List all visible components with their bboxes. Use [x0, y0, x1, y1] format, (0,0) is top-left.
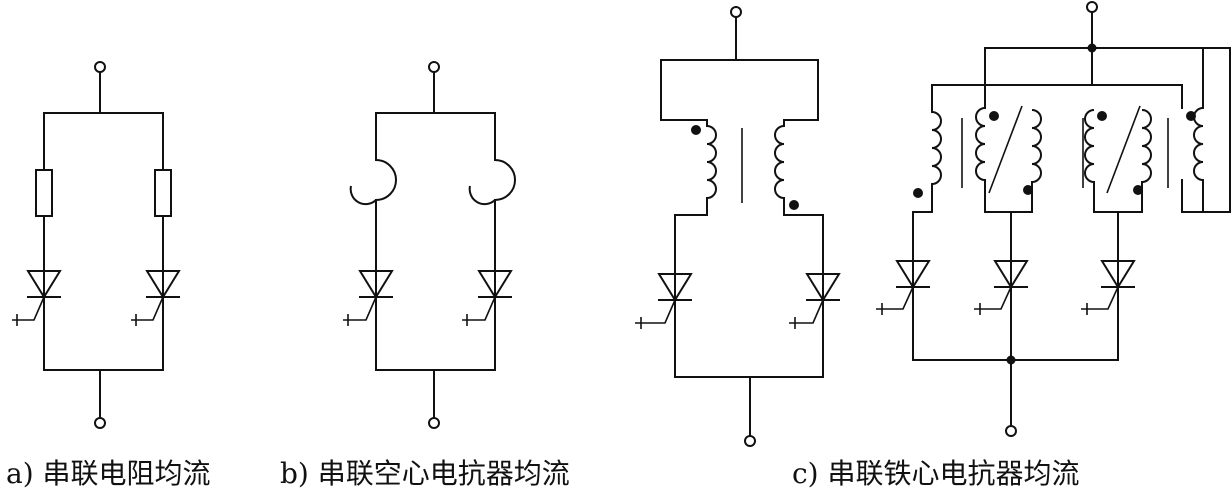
polarity-dot [913, 188, 923, 198]
diagram-c-iron-core-three-branch [876, 1, 1231, 437]
thyristor-a-left [12, 270, 62, 326]
diagram-b-air-core-reactor [343, 61, 516, 429]
polarity-dot [1097, 111, 1107, 121]
resistor-right [154, 169, 172, 217]
polarity-dot [989, 111, 999, 121]
thyristor-c-left [635, 273, 693, 329]
thyristor-c-right [789, 273, 841, 329]
thyristor-b-left [343, 270, 394, 326]
coil-branch1-a [931, 111, 942, 185]
terminal-top-c2 [1086, 1, 1098, 13]
terminal-top-a [94, 61, 106, 73]
polarity-dot [789, 200, 799, 210]
terminal-bottom-c [744, 435, 756, 447]
core-slash [988, 105, 1023, 194]
caption-b: b) 串联空心电抗器均流 [280, 457, 570, 490]
coil-branch2-a [1031, 109, 1042, 183]
caption-a: a) 串联电阻均流 [6, 457, 211, 490]
coil-branch1-b [975, 107, 986, 181]
terminal-bottom-a [94, 417, 106, 429]
coil-branch3-a [1141, 109, 1152, 183]
air-reactor-right [468, 159, 516, 206]
coil-c-right [774, 125, 785, 199]
junction-dot [1087, 43, 1097, 53]
polarity-dot [1186, 111, 1196, 121]
resistor-left [35, 169, 53, 217]
coil-branch2-b [1084, 109, 1095, 183]
polarity-dot [691, 125, 701, 135]
thyristor-c2-2 [974, 260, 1029, 315]
coil-c-left [706, 125, 717, 199]
thyristor-b-right [462, 270, 513, 326]
core-slash [1106, 105, 1141, 194]
caption-c: c) 串联铁心电抗器均流 [792, 457, 1080, 490]
polarity-dot [1023, 185, 1033, 195]
polarity-dot [1133, 185, 1143, 195]
air-reactor-left [349, 159, 397, 206]
thyristor-c2-3 [1081, 260, 1136, 315]
diagram-c-iron-core-two-branch [635, 6, 841, 447]
diagram-a-resistor [12, 61, 181, 429]
terminal-bottom-b [428, 417, 440, 429]
terminal-top-b [428, 61, 440, 73]
circuit-diagrams [12, 1, 1231, 447]
thyristor-a-right [131, 270, 181, 326]
thyristor-c2-1 [876, 260, 931, 315]
terminal-bottom-c2 [1005, 425, 1017, 437]
terminal-top-c [730, 6, 742, 18]
coil-branch3-b [1193, 107, 1204, 181]
